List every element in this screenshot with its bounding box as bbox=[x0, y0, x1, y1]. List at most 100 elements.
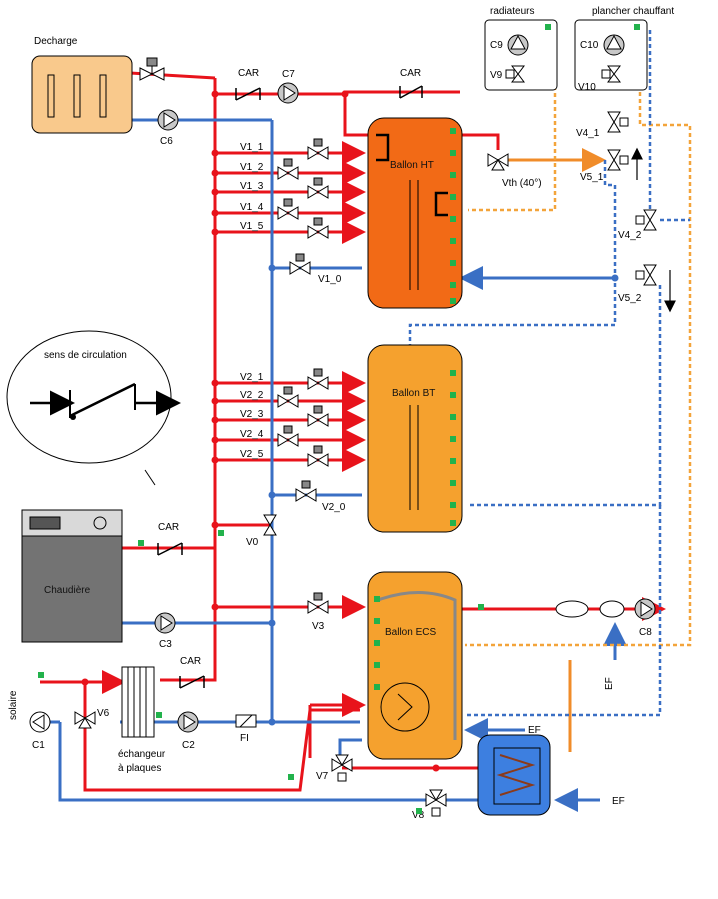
valve-v1-4-icon[interactable] bbox=[277, 198, 299, 220]
valve-v2-2-icon[interactable] bbox=[277, 386, 299, 408]
v5-2-label: V5_2 bbox=[618, 293, 642, 304]
valve-v5-1-icon[interactable]: V5_1 bbox=[580, 149, 629, 183]
valve-v8-icon[interactable]: V8 bbox=[412, 789, 447, 821]
sens-label: sens de circulation bbox=[44, 350, 127, 361]
v3-label: V3 bbox=[312, 621, 325, 632]
v2-2-label: V2_2 bbox=[240, 390, 264, 401]
v2-3-label: V2_3 bbox=[240, 409, 264, 420]
check-valve-car-echangeur-icon: CAR bbox=[179, 656, 205, 689]
pump-c6-icon[interactable]: C6 bbox=[157, 109, 179, 147]
v2-4-label: V2_4 bbox=[240, 429, 264, 440]
v1-2-label: V1_2 bbox=[240, 162, 264, 173]
pump-c2-icon[interactable]: C2 bbox=[177, 711, 199, 751]
check-valve-car-chaudiere-icon: CAR bbox=[157, 522, 183, 556]
valve-v0-icon[interactable]: V0 bbox=[246, 514, 277, 548]
v1-valves: V1_1 V1_2 V1_3 V1_4 V1_5 V1_0 bbox=[240, 142, 342, 285]
pump-c8-icon[interactable]: C8 bbox=[634, 598, 656, 638]
plancher-label: plancher chauffant bbox=[592, 6, 674, 17]
valve-v2-0-icon[interactable] bbox=[295, 480, 317, 502]
radiateurs-label: radiateurs bbox=[490, 6, 534, 17]
car-label-top: CAR bbox=[238, 68, 259, 79]
v2-0-label: V2_0 bbox=[322, 502, 346, 513]
valve-v7-icon[interactable]: V7 bbox=[316, 754, 353, 782]
ballon-bt-tank: Ballon BT bbox=[367, 344, 463, 533]
car-label-top2: CAR bbox=[400, 68, 421, 79]
mixers-ecs bbox=[555, 600, 625, 618]
v9-label: V9 bbox=[490, 70, 503, 81]
pump-c3-icon[interactable]: C3 bbox=[154, 612, 176, 650]
ballon-ht-label: Ballon HT bbox=[390, 160, 434, 171]
valve-v6-icon[interactable]: V6 bbox=[74, 708, 110, 729]
sensors bbox=[38, 128, 484, 814]
echangeur-label-1: échangeur bbox=[118, 749, 166, 760]
c7-label: C7 bbox=[282, 69, 295, 80]
check-valve-car-top2-icon: CAR bbox=[399, 68, 423, 99]
decharge-valve-icon[interactable] bbox=[139, 57, 165, 81]
chaudiere-label: Chaudière bbox=[44, 585, 91, 596]
valve-v1-1-icon[interactable] bbox=[307, 138, 329, 160]
valve-v1-2-icon[interactable] bbox=[277, 158, 299, 180]
pump-c1-icon[interactable]: C1 bbox=[29, 711, 51, 751]
valve-v2-5-icon[interactable] bbox=[307, 445, 329, 467]
valve-v2-4-icon[interactable] bbox=[277, 425, 299, 447]
solaire-label: solaire bbox=[8, 690, 19, 720]
v7-label: V7 bbox=[316, 771, 329, 782]
small-tank-blue bbox=[477, 734, 551, 816]
car-label-echangeur: CAR bbox=[180, 656, 201, 667]
c3-label: C3 bbox=[159, 639, 172, 650]
valve-v5-2-icon[interactable]: V5_2 bbox=[618, 264, 657, 304]
ef-label-bottom: EF bbox=[612, 796, 625, 807]
heat-exchanger-plates: échangeur à plaques bbox=[118, 666, 166, 774]
c6-label: C6 bbox=[160, 136, 173, 147]
check-valve-car-top-icon: CAR bbox=[235, 68, 261, 101]
v10-label: V10 bbox=[578, 82, 596, 93]
fi-label: FI bbox=[240, 733, 249, 744]
valve-vth-icon[interactable]: Vth (40°) bbox=[487, 153, 542, 189]
c8-label: C8 bbox=[639, 627, 652, 638]
echangeur-label-2: à plaques bbox=[118, 763, 161, 774]
v0-label: V0 bbox=[246, 537, 259, 548]
junction-dots bbox=[81, 90, 619, 772]
v1-5-label: V1_5 bbox=[240, 221, 264, 232]
decharge-unit: Decharge bbox=[31, 36, 133, 134]
v2-valves: V2_1 V2_2 V2_3 V2_4 V2_5 V2_0 bbox=[240, 372, 346, 513]
dashed-pipes bbox=[343, 30, 692, 717]
v1-4-label: V1_4 bbox=[240, 202, 264, 213]
filter-fi-icon: FI bbox=[235, 714, 257, 744]
chaudiere-unit: Chaudière bbox=[21, 509, 123, 643]
cold-pipes bbox=[40, 118, 627, 812]
decharge-label: Decharge bbox=[34, 36, 78, 47]
car-label-chaudiere: CAR bbox=[158, 522, 179, 533]
valve-v2-3-icon[interactable] bbox=[307, 405, 329, 427]
v1-0-label: V1_0 bbox=[318, 274, 342, 285]
valve-v1-3-icon[interactable] bbox=[307, 177, 329, 199]
orange-pipes bbox=[505, 148, 606, 752]
v1-1-label: V1_1 bbox=[240, 142, 264, 153]
c10-label: C10 bbox=[580, 40, 599, 51]
c1-label: C1 bbox=[32, 740, 45, 751]
v4-2-label: V4_2 bbox=[618, 230, 642, 241]
valve-v2-1-icon[interactable] bbox=[307, 368, 329, 390]
ef-label-vertical: EF bbox=[604, 677, 615, 690]
ballon-ht-tank: Ballon HT bbox=[367, 117, 463, 309]
ef-label-ecs: EF bbox=[528, 725, 541, 736]
v6-label: V6 bbox=[97, 708, 110, 719]
valve-v4-1-icon[interactable]: V4_1 bbox=[576, 111, 629, 139]
v1-3-label: V1_3 bbox=[240, 181, 264, 192]
flow-direction-legend: sens de circulation bbox=[6, 330, 181, 486]
valve-v1-0-icon[interactable] bbox=[289, 253, 311, 275]
c2-label: C2 bbox=[182, 740, 195, 751]
ballon-ecs-label: Ballon ECS bbox=[385, 627, 436, 638]
v4-1-label: V4_1 bbox=[576, 128, 600, 139]
ballon-ecs-tank: Ballon ECS bbox=[367, 571, 463, 760]
vth-label: Vth (40°) bbox=[502, 178, 542, 189]
ballon-bt-label: Ballon BT bbox=[392, 388, 435, 399]
radiateurs-box: radiateurs C9 V9 bbox=[484, 6, 558, 91]
pump-c7-icon[interactable]: C7 bbox=[277, 69, 299, 104]
valve-v3-icon[interactable]: V3 bbox=[307, 592, 329, 632]
valve-v1-5-icon[interactable] bbox=[307, 217, 329, 239]
valve-v4-2-icon[interactable]: V4_2 bbox=[618, 209, 657, 241]
v2-5-label: V2_5 bbox=[240, 449, 264, 460]
v2-1-label: V2_1 bbox=[240, 372, 264, 383]
